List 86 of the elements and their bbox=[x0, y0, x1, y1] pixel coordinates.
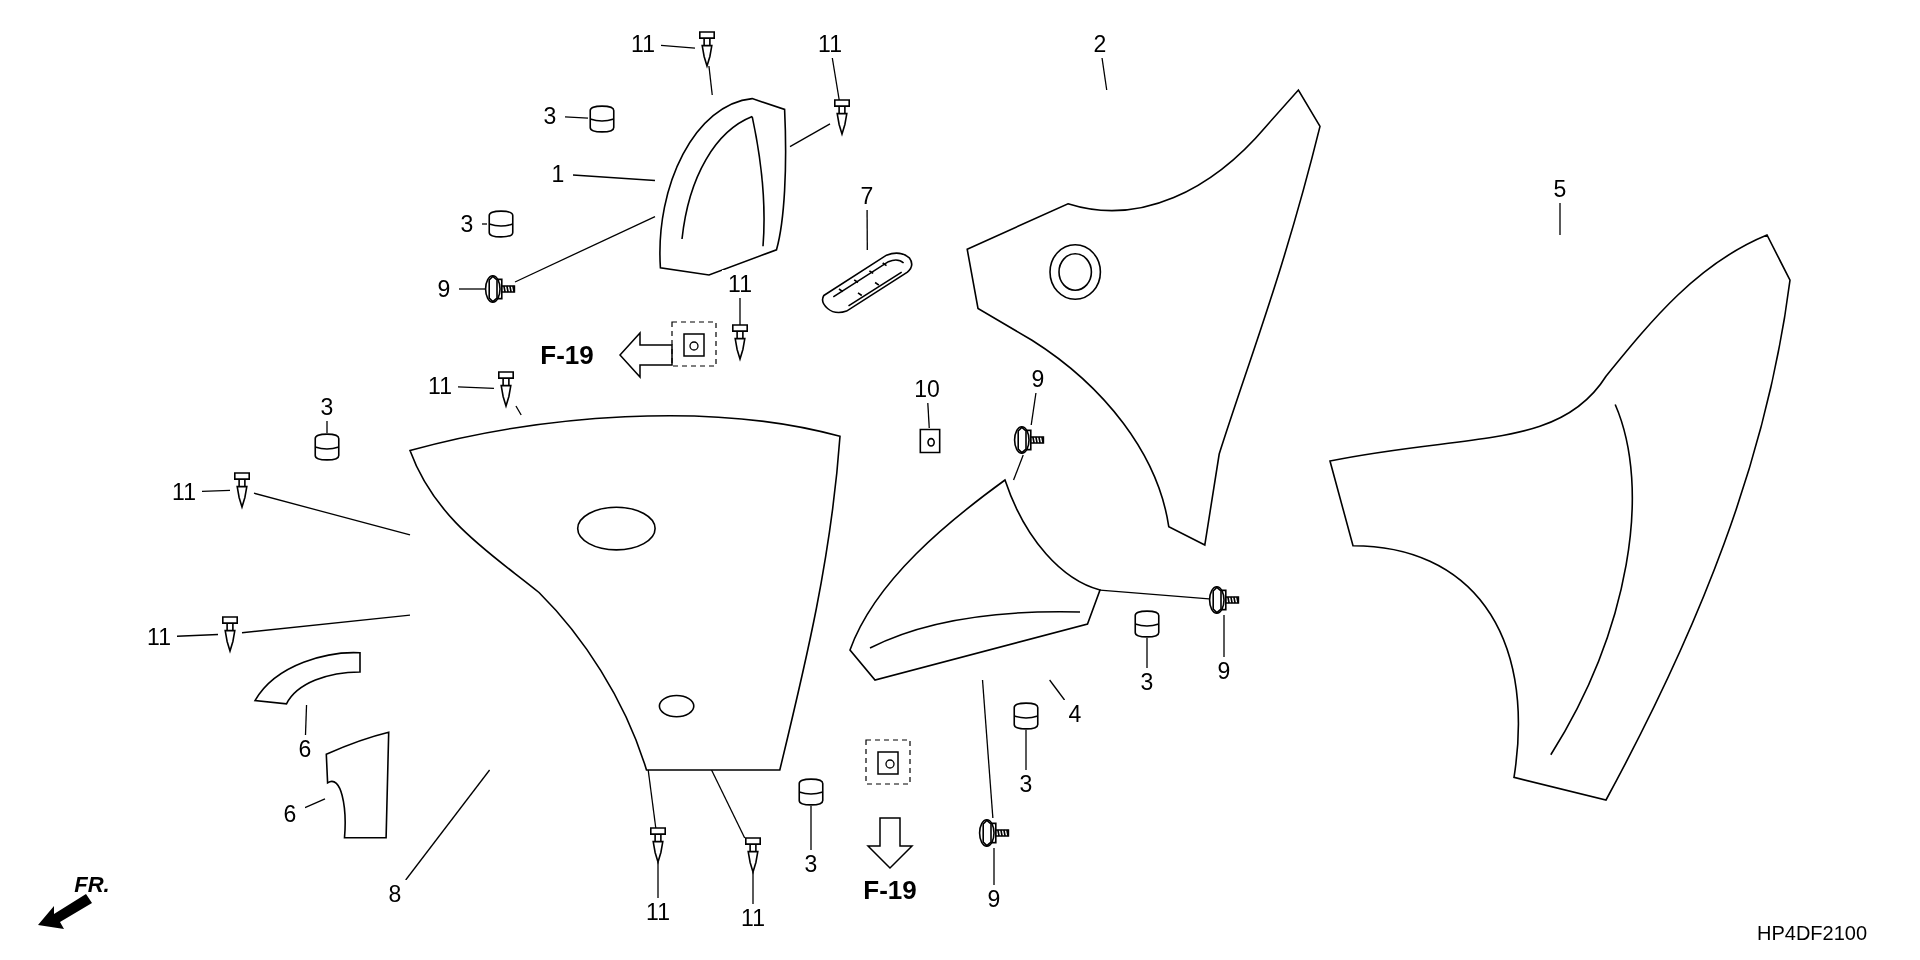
leader-line bbox=[572, 174, 656, 182]
callout-number: 7 bbox=[860, 184, 874, 208]
callout-number: 9 bbox=[437, 277, 451, 301]
leader-line bbox=[1223, 614, 1225, 658]
grommet-drawing bbox=[588, 105, 616, 133]
callout-number: 11 bbox=[428, 374, 452, 398]
leader-line bbox=[481, 223, 488, 225]
callout-number: 3 bbox=[1140, 670, 1154, 694]
leader-line bbox=[1012, 454, 1024, 481]
leader-line bbox=[1049, 679, 1066, 701]
callout-number: 3 bbox=[543, 104, 557, 128]
pad-drawing bbox=[820, 250, 915, 315]
leader-line bbox=[304, 704, 308, 736]
callout-number: 11 bbox=[147, 625, 171, 649]
leader-line bbox=[405, 769, 491, 881]
grommet-drawing bbox=[1133, 610, 1161, 638]
grommet-drawing bbox=[313, 433, 341, 461]
reference-label: F-19 bbox=[863, 877, 917, 903]
leader-line bbox=[457, 386, 495, 390]
callout-number: 3 bbox=[320, 395, 334, 419]
bolt-drawing bbox=[485, 274, 515, 304]
reference-label: F-19 bbox=[540, 342, 594, 368]
leader-line bbox=[1099, 589, 1210, 600]
leader-line bbox=[515, 405, 522, 416]
callout-number: 9 bbox=[1217, 659, 1231, 683]
leader-line bbox=[1146, 637, 1148, 669]
callout-number: 11 bbox=[172, 480, 196, 504]
leader-line bbox=[710, 769, 746, 839]
leader-line bbox=[752, 871, 754, 905]
callout-number: 10 bbox=[914, 377, 940, 401]
callout-number: 4 bbox=[1068, 702, 1082, 726]
leader-line bbox=[866, 209, 868, 251]
leader-line bbox=[564, 116, 589, 119]
bolt-drawing bbox=[979, 818, 1009, 848]
leader-line bbox=[241, 614, 411, 634]
leader-line bbox=[708, 65, 713, 96]
leader-line bbox=[458, 288, 486, 290]
leader-line bbox=[927, 402, 930, 429]
callout-number: 3 bbox=[1019, 772, 1033, 796]
callout-number: 11 bbox=[631, 32, 655, 56]
callout-number: 6 bbox=[283, 802, 297, 826]
callout-number: 2 bbox=[1093, 32, 1107, 56]
clip-nut-drawing bbox=[919, 428, 941, 454]
pad-drawing bbox=[255, 650, 360, 705]
callout-number: 11 bbox=[728, 272, 752, 296]
callout-number: 11 bbox=[818, 32, 842, 56]
leader-line bbox=[1025, 729, 1027, 771]
leader-line bbox=[253, 492, 411, 536]
leader-line bbox=[1030, 392, 1037, 426]
leader-line bbox=[981, 679, 994, 819]
bolt-drawing bbox=[1209, 585, 1239, 615]
leader-line bbox=[1101, 57, 1108, 91]
leader-line bbox=[789, 123, 831, 148]
pad-drawing bbox=[325, 730, 390, 840]
leader-line bbox=[810, 805, 812, 851]
grommet-drawing bbox=[1012, 702, 1040, 730]
callout-number: 8 bbox=[388, 882, 402, 906]
side-cover-drawing bbox=[1330, 235, 1790, 800]
grommet-drawing bbox=[797, 778, 825, 806]
callout-number: 3 bbox=[804, 852, 818, 876]
callout-number: 11 bbox=[646, 900, 670, 924]
grommet-drawing bbox=[487, 210, 515, 238]
leader-line bbox=[176, 633, 219, 637]
leader-line bbox=[514, 215, 656, 283]
bolt-drawing bbox=[1014, 425, 1044, 455]
leader-line bbox=[201, 489, 231, 493]
shroud-drawing bbox=[850, 480, 1100, 680]
leader-line bbox=[657, 861, 659, 899]
leader-line bbox=[647, 769, 657, 829]
callout-number: 6 bbox=[298, 737, 312, 761]
leader-line bbox=[831, 57, 840, 101]
leader-line bbox=[326, 420, 328, 434]
side-cover-drawing bbox=[410, 415, 840, 770]
leader-line bbox=[660, 44, 696, 49]
leader-line bbox=[739, 297, 741, 326]
leader-line bbox=[993, 847, 995, 886]
callout-number: 1 bbox=[551, 162, 565, 186]
direction-label: FR. bbox=[74, 874, 110, 896]
leader-line bbox=[304, 798, 326, 809]
callout-number: 3 bbox=[460, 212, 474, 236]
drawing-code: HP4DF2100 bbox=[1756, 923, 1868, 943]
callout-number: 9 bbox=[987, 887, 1001, 911]
leader-line bbox=[1559, 202, 1561, 236]
callout-number: 9 bbox=[1031, 367, 1045, 391]
callout-number: 5 bbox=[1553, 177, 1567, 201]
callout-number: 11 bbox=[741, 906, 765, 930]
